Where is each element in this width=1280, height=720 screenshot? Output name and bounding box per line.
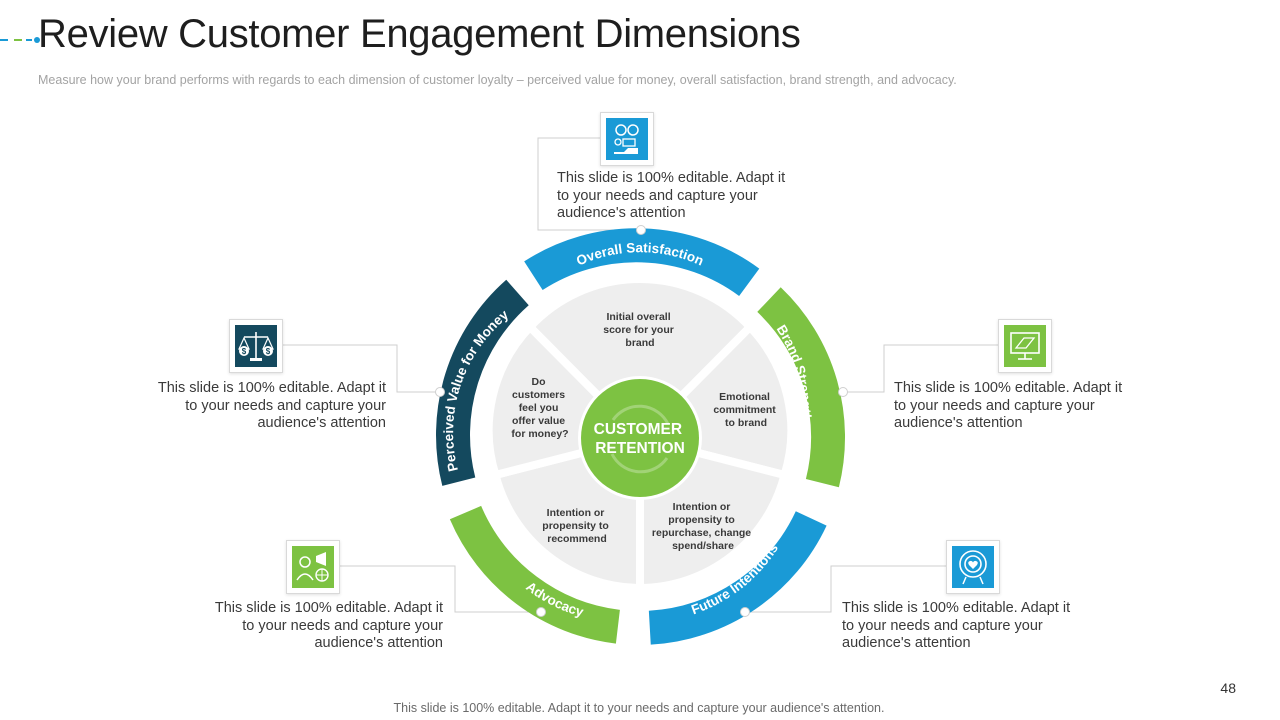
- center-cycle-arrows: [610, 404, 670, 474]
- ring-future-intentions: [648, 510, 827, 645]
- callout-bottom-left: This slide is 100% editable. Adapt it to…: [214, 600, 443, 651]
- page-number: 48: [1220, 680, 1236, 696]
- segment-text-advocacy: Intention or propensity to recommend: [542, 507, 611, 545]
- connector-lines: [283, 137, 998, 613]
- connector-bottom-right: [745, 565, 946, 613]
- segment-text-overall-satisfaction: Initial overall score for your brand: [603, 311, 677, 349]
- footer-note: This slide is 100% editable. Adapt it to…: [393, 701, 885, 715]
- callout-top: This slide is 100% editable. Adapt it to…: [557, 170, 786, 221]
- connector-right: [843, 344, 998, 393]
- connector-top: [537, 137, 641, 231]
- center-circle: [581, 379, 699, 497]
- connector-dots: [435, 225, 848, 617]
- outer-ring: [436, 228, 846, 645]
- callout-right: This slide is 100% editable. Adapt it to…: [894, 380, 1123, 431]
- page-subtitle: Measure how your brand performs with reg…: [38, 73, 957, 87]
- target-heart-icon: [959, 550, 987, 585]
- ring-advocacy: [449, 505, 621, 644]
- ring-perceived-value: [436, 279, 529, 486]
- callout-left: This slide is 100% editable. Adapt it to…: [157, 380, 386, 431]
- page-title: Review Customer Engagement Dimensions: [38, 12, 801, 56]
- advocacy-megaphone-icon: [296, 552, 329, 582]
- segment-text-brand-strength: Emotional commitment to brand: [713, 391, 778, 429]
- ring-overall-satisfaction: [524, 228, 760, 297]
- connector-bottom-left: [339, 565, 541, 613]
- icon-box-top: [600, 112, 654, 166]
- segment-text-future-intentions: Intention or propensity to repurchase, c…: [652, 501, 754, 552]
- icon-box-right: [998, 319, 1052, 373]
- ring-brand-strength: [757, 287, 846, 488]
- icon-box-bottom-left: [286, 540, 340, 594]
- segment-text-perceived-value: Do customers feel you offer value for mo…: [511, 376, 568, 440]
- callout-bottom-right: This slide is 100% editable. Adapt it to…: [842, 600, 1071, 651]
- segment-overall-satisfaction: [524, 275, 756, 444]
- svg-text:$: $: [266, 347, 271, 356]
- brand-presentation-icon: [1010, 332, 1040, 360]
- center-label: CUSTOMER RETENTION: [594, 421, 687, 457]
- title-accent-dashes: [0, 37, 40, 43]
- satisfaction-feedback-icon: [614, 124, 639, 154]
- icon-box-left: $ $: [229, 319, 283, 373]
- icon-box-bottom-right: [946, 540, 1000, 594]
- connector-left: [283, 344, 440, 393]
- svg-text:$: $: [242, 347, 247, 356]
- balance-scale-money-icon: $ $: [238, 332, 274, 361]
